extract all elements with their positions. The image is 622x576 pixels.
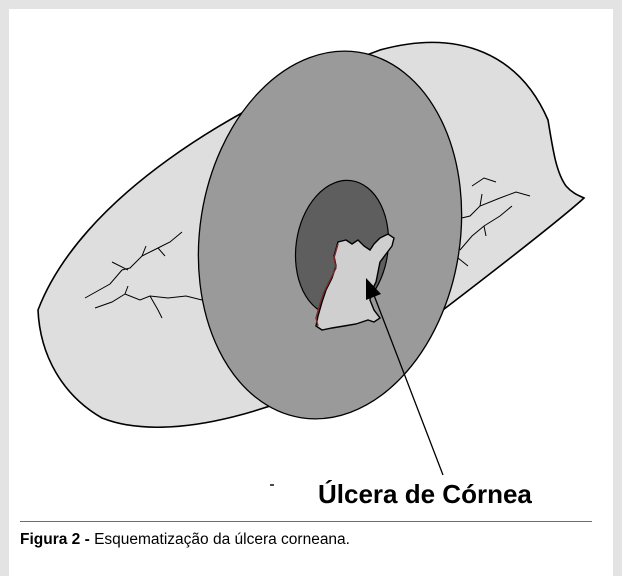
figure-caption: Figura 2 - Esquematização da úlcera corn… — [20, 531, 350, 549]
ulcer-label: Úlcera de Córnea — [318, 479, 532, 509]
eye-illustration — [37, 41, 586, 486]
veins-left — [84, 231, 203, 319]
pointer-line — [371, 289, 444, 476]
ulcer-edge-shadow — [315, 243, 339, 327]
caption-divider — [20, 521, 592, 522]
caption-text: Esquematização da úlcera corneana. — [89, 531, 350, 548]
caption-label: Figura 2 - — [20, 531, 90, 548]
pointer-arrowhead — [366, 278, 381, 300]
ulcer-lesion — [315, 233, 395, 331]
